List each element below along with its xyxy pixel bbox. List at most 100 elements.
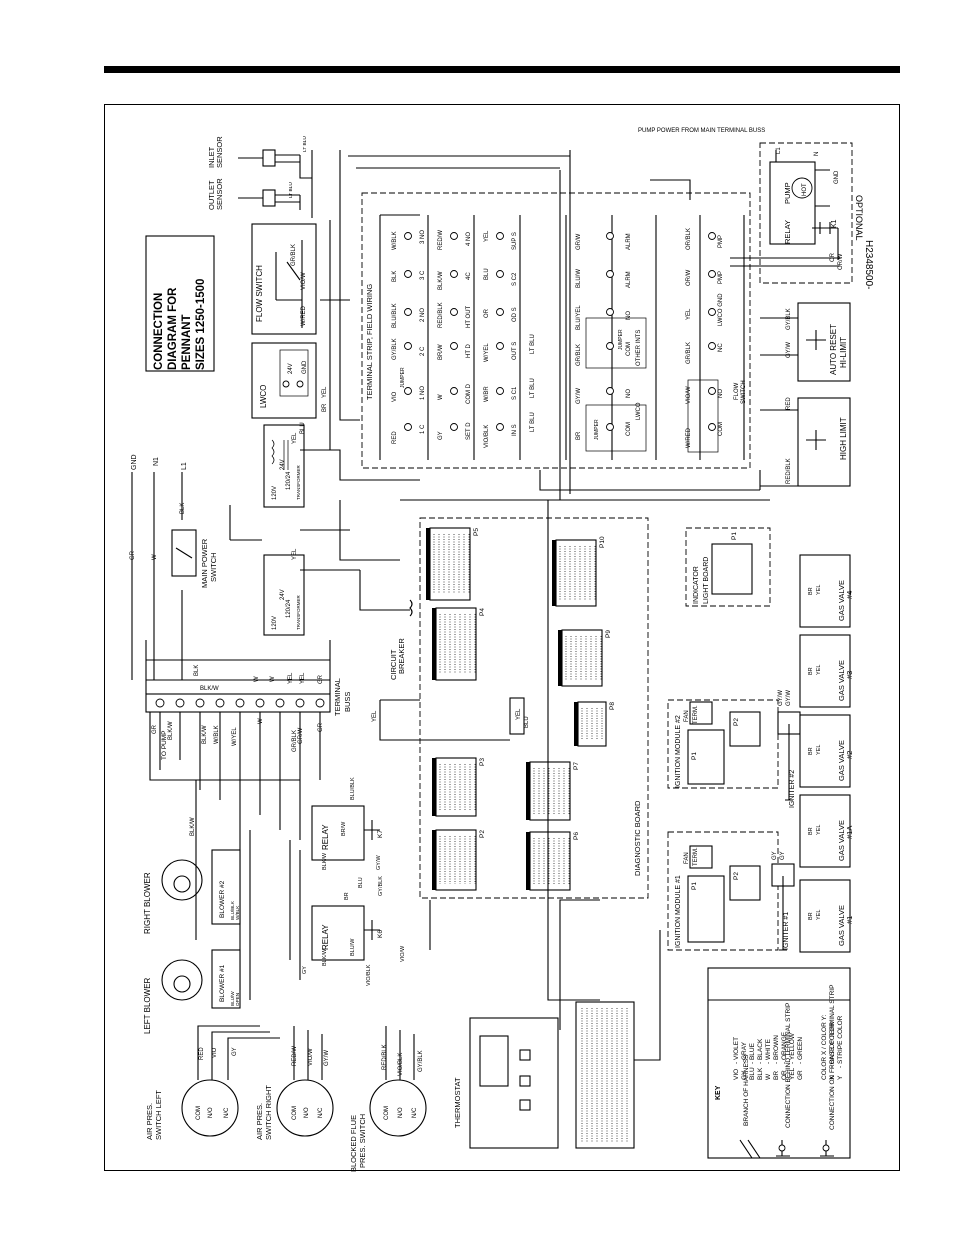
key-color-name-1: - VIOLET xyxy=(733,1037,740,1064)
ignition-2-p1-label: P1 xyxy=(691,752,698,760)
left-blower-title: LEFT BLOWER xyxy=(143,977,152,1034)
gas-valve-3-number: #2 xyxy=(845,751,854,759)
ps-flue-pin-1: COM xyxy=(384,1106,390,1120)
ts-r1-term-2: 1 NO xyxy=(420,386,426,400)
ps-left-pin-2: N/O xyxy=(208,1107,214,1118)
gas-valve-3-pin-1: BR xyxy=(808,747,814,755)
lwco-gnd: GND xyxy=(302,360,308,374)
right-blower-tag: BLOWER #2 xyxy=(219,880,226,918)
title-line-1: CONNECTION xyxy=(153,293,165,370)
ts-flow-term-1: COM xyxy=(718,422,724,436)
diag-connector-p3-header xyxy=(432,758,436,816)
thermostat: THERMOSTAT xyxy=(453,899,661,1149)
ignition-module-2-outline xyxy=(667,699,779,789)
lwco-box xyxy=(251,342,317,419)
gas-valve-1-pin-2: YEL xyxy=(816,910,822,920)
left-blower-tag: BLOWER #1 xyxy=(219,964,226,1002)
power-line-l1: L1 xyxy=(181,462,188,470)
buss-bottom-wire-1: GR xyxy=(152,724,158,734)
key-color-code-8: YEL xyxy=(789,1067,796,1080)
ts-flow-wire-3: GR/BLK xyxy=(686,342,692,364)
relay-k7-wire-1: BR/W xyxy=(341,821,347,836)
ts-lower-term-1: COM xyxy=(626,422,632,436)
diag-connector-p4-header xyxy=(432,608,436,680)
ts-lower-term-2: NO xyxy=(626,389,632,398)
indicator-board-outline xyxy=(685,527,771,607)
ts-r2-term-4: HT OUT xyxy=(466,305,472,328)
buss-top-wire-3: W xyxy=(254,676,260,682)
pump-k1-label: K1 xyxy=(831,219,838,228)
ps-flue-wire-1: RED/BLK xyxy=(382,1044,388,1070)
ps-left-title-1: AIR PRES. xyxy=(145,1103,154,1140)
ts-r4-wire-2: LT BLU xyxy=(530,378,536,398)
pump-box xyxy=(769,161,816,245)
transformer-1-yel: YEL xyxy=(292,432,298,444)
power-line-n1: N1 xyxy=(153,457,160,466)
ts-r3-wire-6: YEL xyxy=(484,230,490,242)
ts-lower-wire-5: BLU/W xyxy=(576,269,582,288)
ps-flue-pin-2: N/O xyxy=(398,1107,404,1118)
transformer-1-ratio: 120/24 xyxy=(286,471,292,490)
flow-switch: FLOW SWITCH GR/BLK VIO/W W/RED xyxy=(251,223,317,335)
ts-lower-wire-4: BLU/YEL xyxy=(576,305,582,330)
diag-connector-p10-header xyxy=(552,540,556,606)
ts-r3-wire-2: W/BR xyxy=(484,386,490,402)
sensors: OUTLET SENSOR INLET SENSOR LT BLU LT BLU xyxy=(207,136,313,218)
diag-connector-p10-label: P10 xyxy=(599,536,606,548)
ts-r3-wire-5: BLU xyxy=(484,268,490,280)
ts-r1-term-5: 3 C xyxy=(420,270,426,280)
ts-r3-term-6: SUP S xyxy=(512,232,518,250)
key-y-code: Y xyxy=(837,1075,844,1080)
ps-right-wire-3: GY/W xyxy=(324,1050,330,1066)
ts-r4-wire-3: LT BLU xyxy=(530,334,536,354)
ts-r2-wire-2: W xyxy=(438,394,444,400)
diag-connector-p4-label: P4 xyxy=(479,608,486,616)
buss-top-wire-1: BLK/W xyxy=(200,686,219,692)
gas-valve-4-number: #3 xyxy=(845,671,854,679)
pump-wire-gnd: GND xyxy=(834,170,840,184)
ps-flue-title-1: BLOCKED FLUE xyxy=(349,1115,358,1172)
ts-lower-jumper-2: JUMPER xyxy=(618,329,624,350)
outlet-wire-label: LT BLU xyxy=(288,182,294,198)
ts-r1-wire-1: RED xyxy=(392,431,398,444)
right-blower-pin-1: BLU/BLK xyxy=(230,900,235,920)
gas-valve-1-number: #1 xyxy=(845,916,854,924)
main-switch-line-1: MAIN POWER xyxy=(200,538,209,588)
igniter-1-wire-2: GY xyxy=(780,851,786,860)
diag-connector-p6-header xyxy=(526,832,530,890)
breaker-line-1: CIRCUIT xyxy=(389,649,398,680)
buss-title-2: BUSS xyxy=(343,692,352,712)
gas-valve-5-pin-2: YEL xyxy=(816,585,822,595)
ts-other-ints: OTHER INTS xyxy=(636,330,642,366)
right-blower: RIGHT BLOWER BLOWER #2 BLU/BLK W/BLK xyxy=(143,849,241,934)
gas-valve-4-box xyxy=(799,634,851,708)
pump-hot-label: HOT xyxy=(802,183,808,196)
buss-top-wire-6: YEL xyxy=(300,672,306,684)
limit-wire-red: RED xyxy=(786,397,792,410)
power-wire-gr: GR xyxy=(130,550,136,560)
ts-lower-wire-1: BR xyxy=(576,431,582,440)
right-blower-pin-2: W/BLK xyxy=(235,905,240,920)
pump-wire-n: N xyxy=(814,152,820,156)
key-color-name-5: - WHITE xyxy=(765,1038,772,1064)
diag-connector-p5-label: P5 xyxy=(473,528,480,536)
to-pump-label: TO PUMP xyxy=(161,731,168,761)
ts-lower-term-5: ALRM xyxy=(626,271,632,288)
left-blower-pin-2: OPEN xyxy=(235,993,240,1006)
ts-r2-term-2: COM D xyxy=(466,383,472,404)
gas-valve-1-label: GAS VALVE xyxy=(837,905,846,946)
gas-valve-3-box xyxy=(799,714,851,788)
igniter-1-label: IGNITER #1 xyxy=(783,912,790,950)
ps-flue-wire-3: GY/BLK xyxy=(418,1050,424,1072)
key-color-name-2: - GRAY xyxy=(741,1041,748,1064)
lwco-24v: 24V xyxy=(288,363,294,374)
diag-connector-p2-label: P2 xyxy=(479,830,486,838)
ts-flow-wire-4: YEL xyxy=(686,308,692,320)
optional-label: OPTIONAL xyxy=(854,195,864,241)
ignition-1-p1-label: P1 xyxy=(691,882,698,890)
limit-wire-gyw: GY/W xyxy=(786,342,792,358)
thermostat-connector xyxy=(575,1001,635,1149)
left-blower-pin-1: BLU/W xyxy=(230,991,235,1006)
relay-k7: RELAY K7 BR/W BLU/BLK BLK/W GY/W BLU GY/… xyxy=(311,777,384,896)
